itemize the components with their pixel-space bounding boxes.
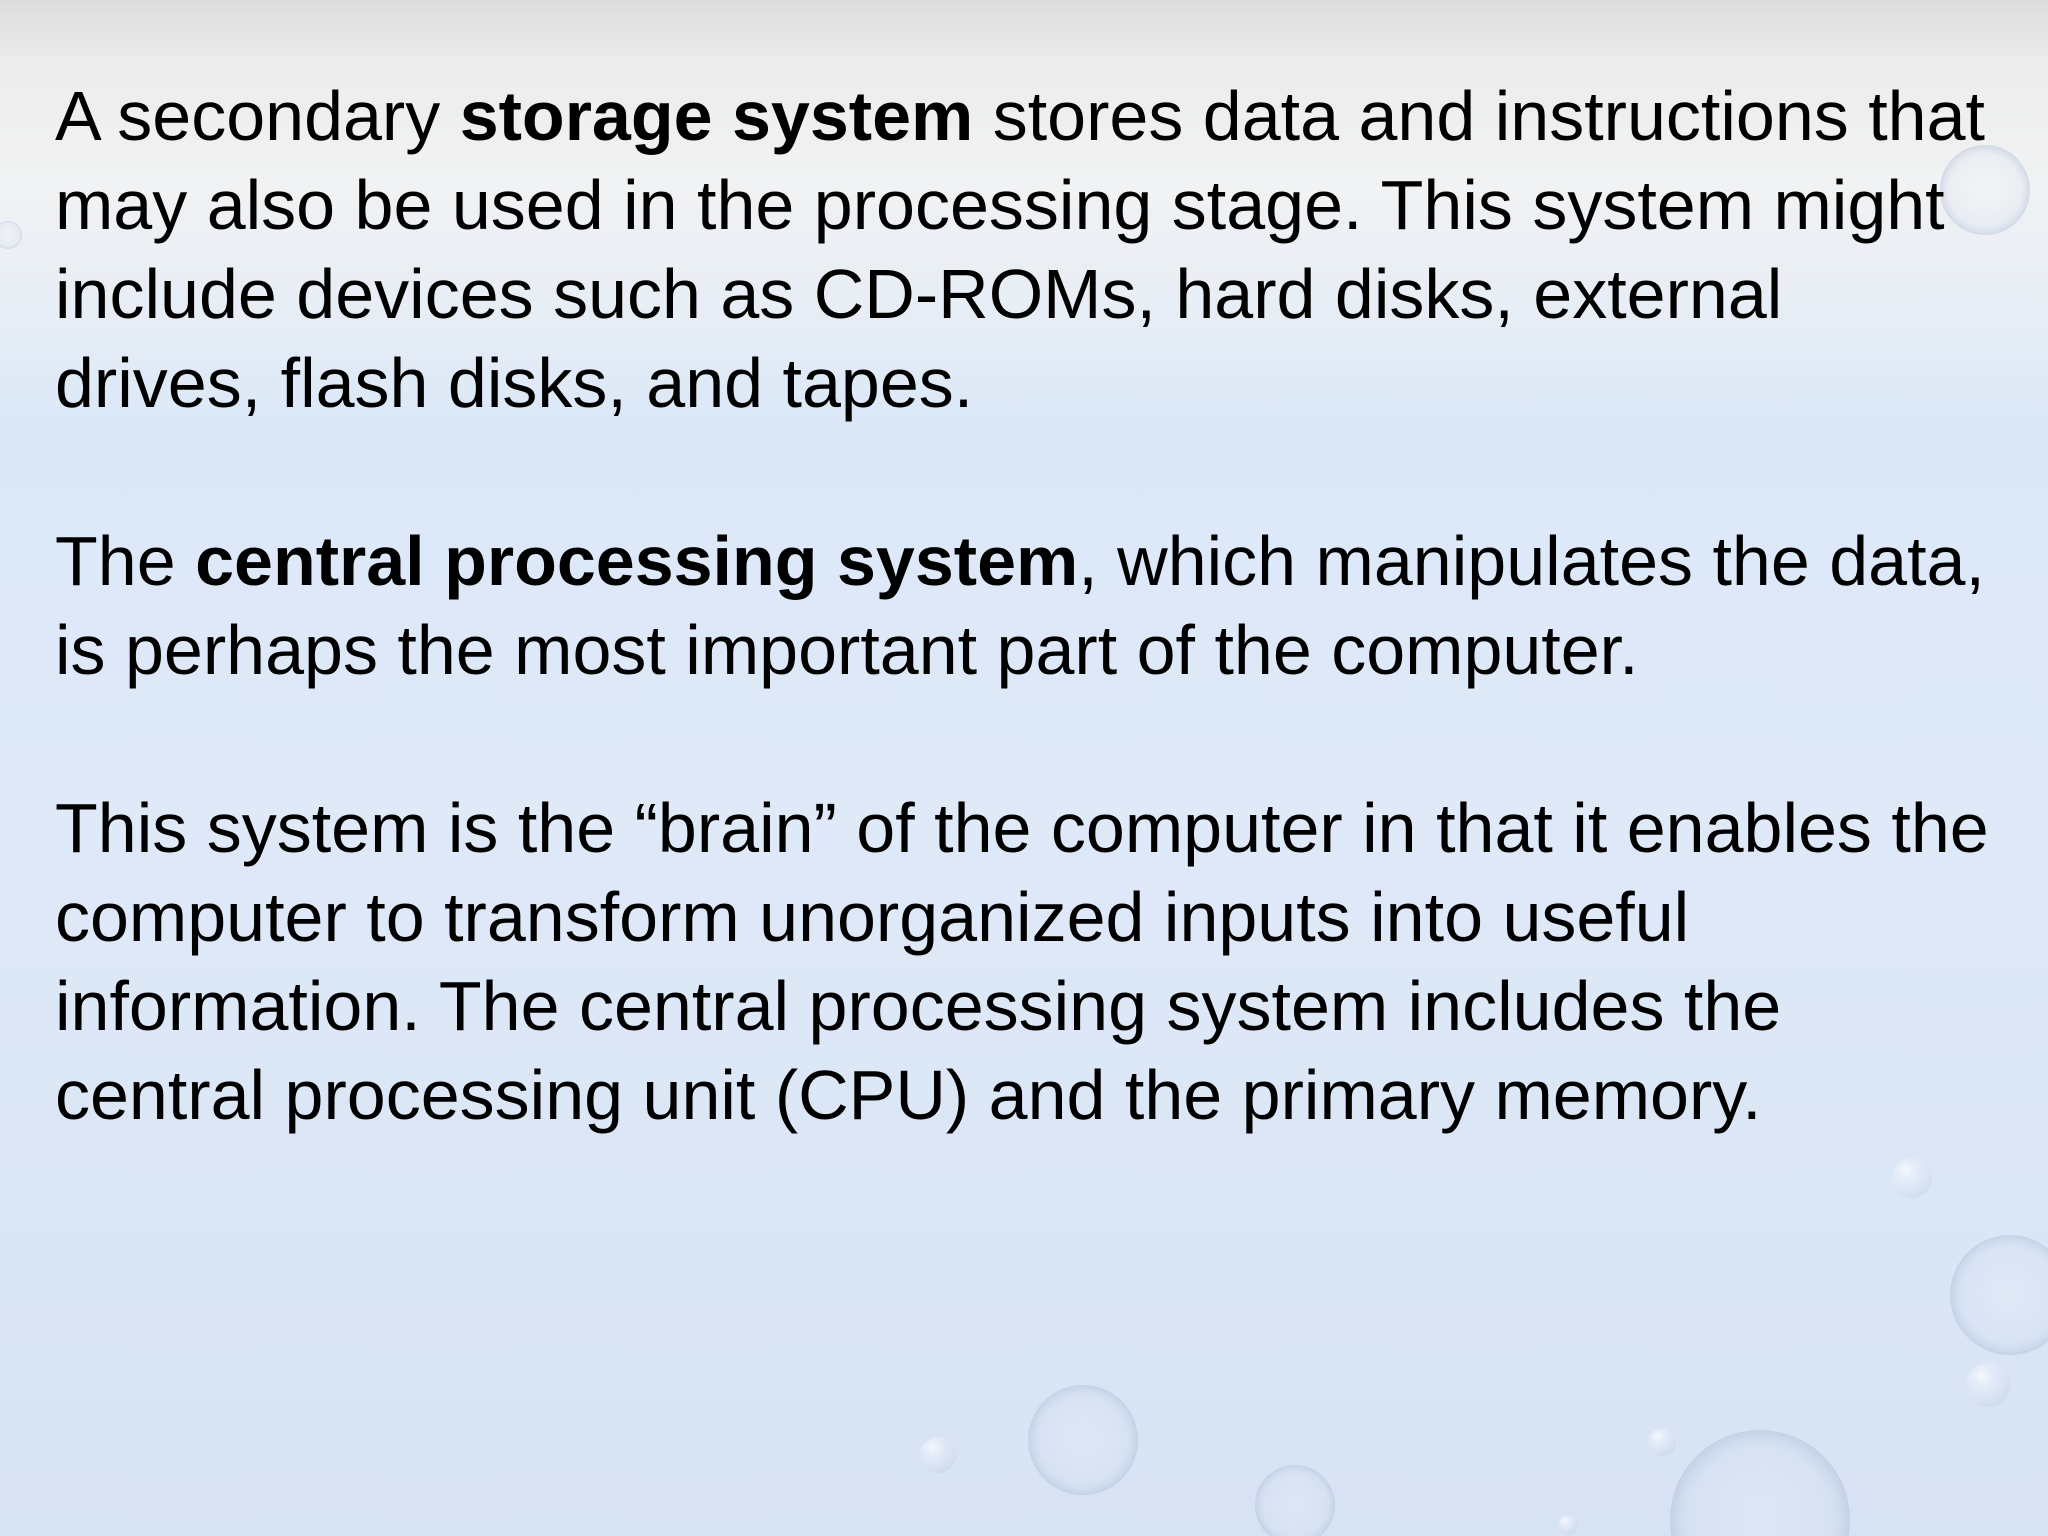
paragraph-2-lead: The [55, 522, 196, 600]
term-central-processing-system: central processing system [195, 522, 1079, 600]
paragraph-2-rest: , which manipulates the data, is perhaps… [55, 522, 1985, 689]
paragraph-1-rest: stores data and instructions that may al… [55, 77, 1985, 422]
paragraph-1-lead: A secondary [55, 77, 460, 155]
term-storage-system: storage system [459, 77, 974, 155]
paragraph-storage-system: A secondary storage system stores data a… [55, 72, 2005, 428]
slide-body: A secondary storage system stores data a… [55, 72, 2005, 1140]
paragraph-brain-of-computer: This system is the “brain” of the comput… [55, 789, 1989, 1134]
paragraph-central-processing-system: The central processing system, which man… [55, 517, 2005, 695]
